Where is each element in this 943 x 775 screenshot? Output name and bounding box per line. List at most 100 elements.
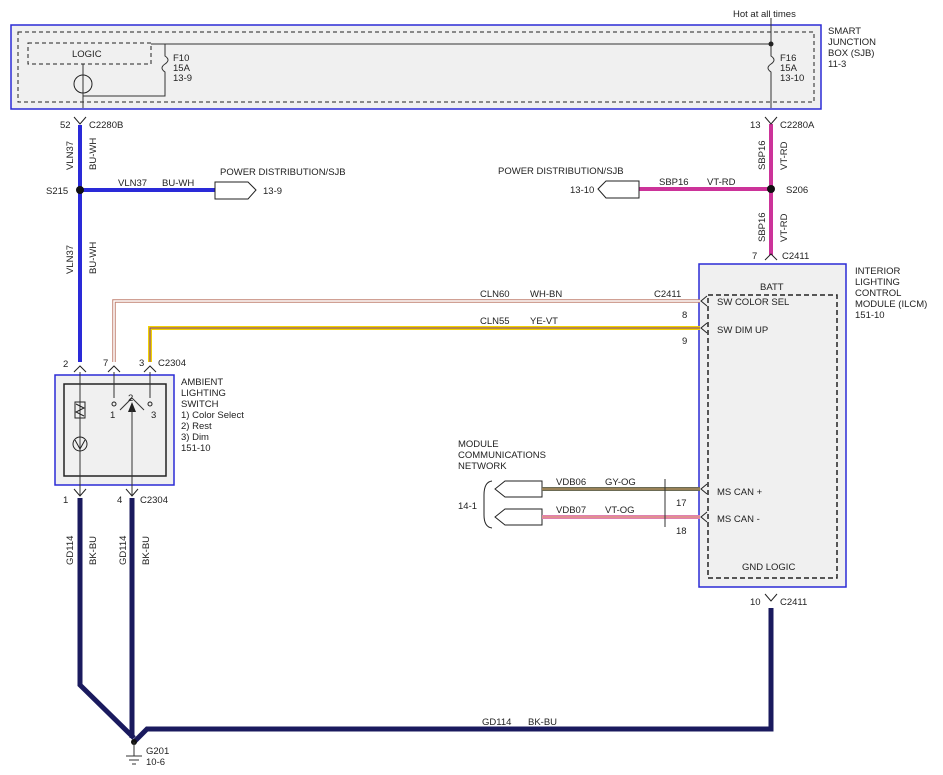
cln60-circuit: CLN60 [480, 289, 510, 300]
vdb06-circuit: VDB06 [556, 477, 586, 488]
sjb-frame [10, 24, 822, 110]
ilcm-batt: BATT [760, 282, 784, 293]
switch-opt-2: 2) Rest [181, 421, 212, 432]
f16-rating: 15A [780, 63, 798, 74]
ilcm-ms-can-minus: MS CAN - [717, 514, 760, 525]
gd114-color-2: BK-BU [141, 536, 152, 565]
wire-cln60 [112, 299, 700, 362]
f16-name: F16 [780, 53, 796, 64]
hot-feed-node [768, 41, 774, 47]
sbp16-circuit-branch: SBP16 [659, 177, 689, 188]
f10-rating: 15A [173, 63, 191, 74]
c2411-top-connector-icon [764, 253, 778, 261]
pin9-label: 9 [682, 336, 687, 347]
switch-opt-1: 1) Color Select [181, 410, 244, 421]
sbp16-circuit-lower: SBP16 [757, 212, 768, 242]
switch-contact-1 [111, 401, 117, 407]
sbp16-circuit-upper: SBP16 [757, 140, 768, 170]
vln37-circuit-lower: VLN37 [65, 245, 76, 274]
f10-ref: 13-9 [173, 73, 192, 84]
network-ref: 14-1 [458, 501, 477, 512]
ilcm-title-4: MODULE (ILCM) [855, 299, 927, 310]
network-bracket [483, 480, 493, 529]
c2304-pin3-label: 3 [139, 358, 144, 369]
c2304-bottom-label: C2304 [140, 495, 168, 506]
pin17-label: 17 [676, 498, 687, 509]
sjb-title-3: BOX (SJB) [828, 48, 874, 59]
gd114-circuit-1: GD114 [65, 536, 76, 565]
ilcm-title-2: LIGHTING [855, 277, 900, 288]
power-dist-left-connector [214, 181, 257, 200]
switch-pos-1: 1 [110, 410, 115, 421]
ilcm-ms-can-plus: MS CAN + [717, 487, 763, 498]
resistor-icon [74, 401, 86, 419]
switch-arm-right [131, 397, 145, 411]
wire-cln55 [148, 326, 700, 362]
vln37-circuit-upper: VLN37 [65, 141, 76, 170]
cln55-color: YE-VT [530, 316, 558, 327]
c2280b-pin: 52 [60, 120, 71, 131]
switch-title-1: AMBIENT [181, 377, 223, 388]
power-dist-right-connector [597, 180, 640, 199]
switch-title-2: LIGHTING [181, 388, 226, 399]
network-line-3: NETWORK [458, 461, 507, 472]
pin18-label: 18 [676, 526, 687, 537]
fuse-f10-symbol [83, 44, 169, 97]
ilcm-module: BATT SW COLOR SEL SW DIM UP MS CAN + MS … [698, 263, 847, 588]
switch-pos-2: 2 [128, 393, 133, 404]
gd114-ilcm [132, 608, 774, 744]
c2280b-connector-icon [73, 116, 87, 125]
s215-label: S215 [46, 186, 68, 197]
ilcm-sw-dim-up: SW DIM UP [717, 325, 768, 336]
power-dist-left-label: POWER DISTRIBUTION/SJB [220, 167, 346, 178]
ilcm-sw-color-sel: SW COLOR SEL [717, 297, 789, 308]
gd114-circuit-2: GD114 [118, 536, 129, 565]
switch-pos-3: 3 [151, 410, 156, 421]
c2304-pin2-label: 2 [63, 359, 68, 370]
ground-symbol [126, 739, 142, 765]
sjb-title-2: JUNCTION [828, 37, 876, 48]
vln37-color-lower: BU-WH [88, 242, 99, 274]
hot-at-all-times: Hot at all times [733, 9, 796, 20]
c2304-pin7-label: 7 [103, 358, 108, 369]
s206-splice [767, 185, 775, 193]
c2304-pin4-label: 4 [117, 495, 122, 506]
c2304-pin7-icon [107, 365, 121, 373]
gd114-color-3: BK-BU [528, 717, 557, 728]
cln60-color: WH-BN [530, 289, 562, 300]
c2411-top-label: C2411 [782, 251, 809, 262]
logic-label: LOGIC [72, 49, 102, 60]
vln37-circuit-branch: VLN37 [118, 178, 147, 189]
cln55-outer [148, 326, 700, 362]
s215-splice [76, 186, 84, 194]
pin18-connector-icon [700, 511, 708, 523]
vdb07-color: VT-OG [605, 505, 635, 516]
vdb06-color: GY-OG [605, 477, 636, 488]
power-dist-right-ref: 13-10 [570, 185, 594, 196]
fuse-f16-symbol [767, 44, 775, 108]
cln55-stripe [149, 327, 700, 362]
cln60-outer [112, 299, 700, 362]
wire-vln37 [76, 125, 215, 362]
c2411-top-pin: 7 [752, 251, 757, 262]
c2304-pin3-icon [143, 365, 157, 373]
c2411-pin8-connector-icon [700, 295, 708, 307]
gd114-color-1: BK-BU [88, 536, 99, 565]
switch-opt-3: 3) Dim [181, 432, 209, 443]
wire-gd114 [77, 498, 774, 744]
power-dist-left-ref: 13-9 [263, 186, 282, 197]
gd114-switch-pin1 [77, 498, 136, 740]
ilcm-ref: 151-10 [855, 310, 885, 321]
logic-box [27, 42, 152, 65]
c2411-mid-label: C2411 [654, 289, 681, 300]
ambient-lighting-switch: 1 2 3 [54, 372, 175, 496]
sjb-title-4: 11-3 [828, 59, 846, 70]
g201-ref: 10-6 [146, 757, 165, 768]
switch-arm-left [119, 397, 133, 411]
f10-name: F10 [173, 53, 189, 64]
vdb07-circuit: VDB07 [556, 505, 586, 516]
switch-contact-3 [147, 401, 153, 407]
c2304-pin4-icon [125, 488, 139, 497]
switch-title-3: SWITCH [181, 399, 219, 410]
